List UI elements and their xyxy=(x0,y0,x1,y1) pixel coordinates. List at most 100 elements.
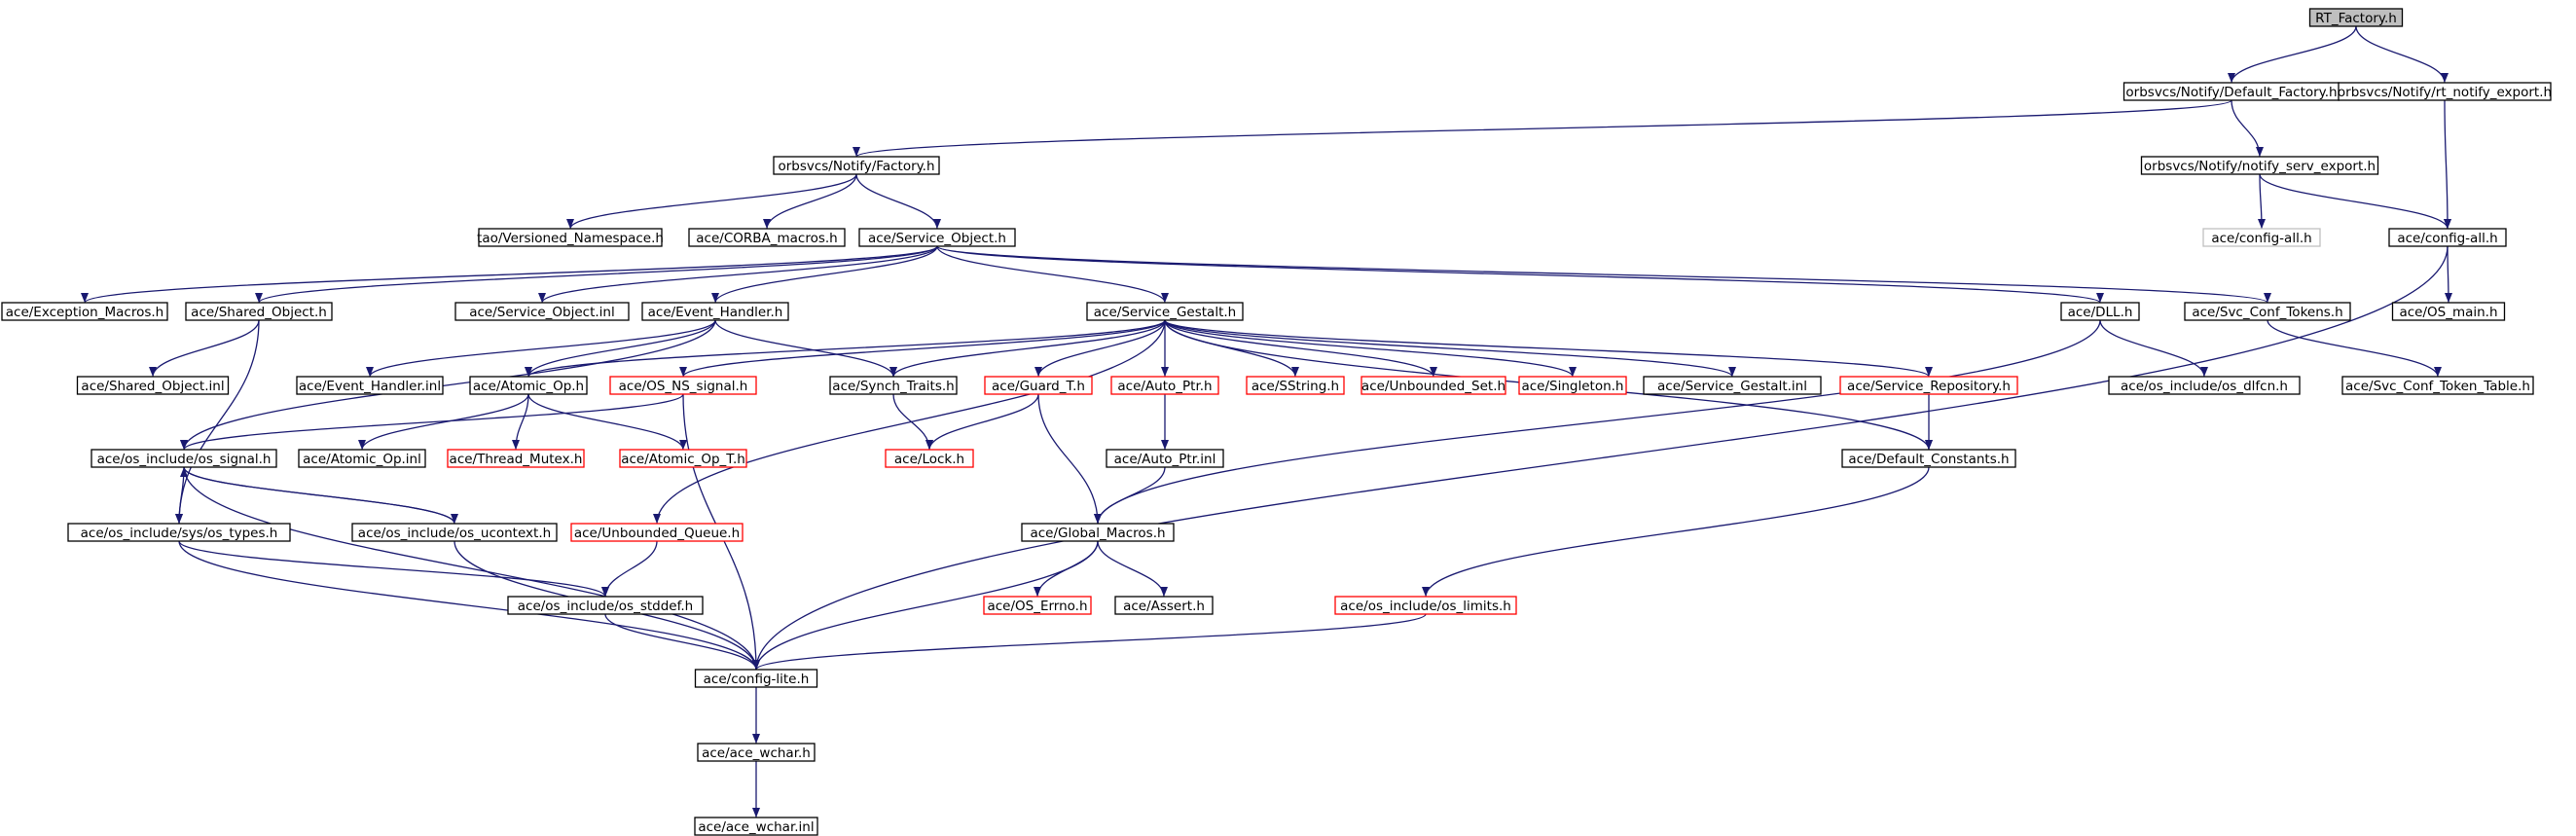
node-box xyxy=(1114,596,1214,615)
edge-default_factory-to-notify_factory xyxy=(853,99,2232,158)
node-label: ace/config-lite.h xyxy=(704,672,810,687)
node-os-stddef[interactable]: ace/os_include/os_stddef.h xyxy=(507,596,704,615)
node-config-all[interactable]: ace/config-all.h xyxy=(2388,228,2507,247)
node-layer: RT_Factory.h orbsvcs/Notify/Default_Facto… xyxy=(1,8,2552,836)
edge-service_object-to-dll xyxy=(936,245,2104,304)
node-event-handler-inl[interactable]: ace/Event_Handler.inl xyxy=(296,376,444,395)
node-thread-mutex[interactable]: ace/Thread_Mutex.h xyxy=(447,449,585,468)
node-guard-t[interactable]: ace/Guard_T.h xyxy=(984,376,1093,395)
node-shared-object[interactable]: ace/Shared_Object.h xyxy=(185,302,333,321)
node-config-lite[interactable]: ace/config-lite.h xyxy=(694,669,818,688)
edge-line xyxy=(1164,319,1933,378)
edge-line xyxy=(1037,393,1102,525)
edge-line xyxy=(175,466,185,525)
node-atomic-op-t[interactable]: ace/Atomic_Op_T.h xyxy=(619,449,747,468)
node-box xyxy=(1361,376,1506,395)
node-dll[interactable]: ace/DLL.h xyxy=(2060,302,2140,321)
edge-event_handler-to-synch_traits xyxy=(714,319,897,378)
node-box xyxy=(1021,523,1175,542)
node-versioned-ns[interactable]: tao/Versioned_Namespace.h xyxy=(477,228,664,247)
edge-line xyxy=(2259,173,2451,230)
edge-os_types-to-os_stddef xyxy=(178,540,609,598)
edge-atomic_op-to-atomic_op_inl xyxy=(358,393,529,451)
node-os-main[interactable]: ace/OS_main.h xyxy=(2391,302,2506,321)
node-box xyxy=(773,156,940,175)
node-unbounded-set[interactable]: ace/Unbounded_Set.h xyxy=(1361,376,1506,395)
node-os-errno[interactable]: ace/OS_Errno.h xyxy=(983,596,1092,615)
node-label: ace/config-all.h xyxy=(2211,231,2311,246)
node-config-all-gray[interactable]: ace/config-all.h xyxy=(2202,228,2321,247)
node-rt-notify-export[interactable]: orbsvcs/Notify/rt_notify_export.h xyxy=(2338,82,2552,101)
node-svc-conf-tokens[interactable]: ace/Svc_Conf_Tokens.h xyxy=(2184,302,2351,321)
edge-line xyxy=(538,245,938,304)
node-singleton[interactable]: ace/Singleton.h xyxy=(1518,376,1627,395)
node-box xyxy=(1246,376,1345,395)
node-sstring[interactable]: ace/SString.h xyxy=(1246,376,1345,395)
edge-line xyxy=(763,173,857,230)
node-unbounded-queue[interactable]: ace/Unbounded_Queue.h xyxy=(570,523,744,542)
edge-rt_factory-to-rt_notify_export xyxy=(2355,25,2449,84)
edge-config_all-to-config_lite xyxy=(752,245,2449,671)
edge-line xyxy=(936,245,1169,304)
edge-event_handler-to-atomic_op xyxy=(525,319,716,378)
node-shared-object-inl[interactable]: ace/Shared_Object.inl xyxy=(76,376,230,395)
node-box xyxy=(447,449,585,468)
node-label: ace/Auto_Ptr.h xyxy=(1117,379,1212,394)
node-auto-ptr-inl[interactable]: ace/Auto_Ptr.inl xyxy=(1106,449,1224,468)
node-label: ace/Assert.h xyxy=(1123,599,1205,614)
node-ace-wchar-inl[interactable]: ace/ace_wchar.inl xyxy=(694,817,818,836)
node-box xyxy=(1106,449,1224,468)
node-label: ace/SString.h xyxy=(1252,379,1339,394)
node-os-types[interactable]: ace/os_include/sys/os_types.h xyxy=(67,523,291,542)
node-service-object-inl[interactable]: ace/Service_Object.inl xyxy=(454,302,630,321)
node-label: ace/ace_wchar.inl xyxy=(698,819,814,835)
edge-line xyxy=(2228,25,2357,84)
edge-line xyxy=(2444,245,2452,304)
node-service-gestalt[interactable]: ace/Service_Gestalt.h xyxy=(1086,302,1244,321)
node-corba-macros[interactable]: ace/CORBA_macros.h xyxy=(688,228,846,247)
edge-service_gestalt-to-synch_traits xyxy=(889,319,1166,378)
node-default-factory[interactable]: orbsvcs/Notify/Default_Factory.h xyxy=(2122,82,2340,101)
edge-default_constants-to-os_limits xyxy=(1422,466,1930,598)
node-synch-traits[interactable]: ace/Synch_Traits.h xyxy=(829,376,958,395)
node-box xyxy=(983,596,1092,615)
node-label: ace/Service_Gestalt.inl xyxy=(1657,379,1807,394)
edge-line xyxy=(752,540,1099,671)
edge-service_object-to-service_object_inl xyxy=(538,245,938,304)
node-os-ns-signal[interactable]: ace/OS_NS_signal.h xyxy=(609,376,757,395)
edge-line xyxy=(566,173,857,230)
node-rt-factory[interactable]: RT_Factory.h xyxy=(2308,8,2404,27)
node-label: ace/OS_Errno.h xyxy=(987,599,1087,614)
node-notify-serv-export[interactable]: orbsvcs/Notify/notify_serv_export.h xyxy=(2140,156,2379,175)
node-service-object[interactable]: ace/Service_Object.h xyxy=(858,228,1016,247)
edge-line xyxy=(525,319,1166,378)
node-box xyxy=(2060,302,2140,321)
edge-line xyxy=(892,393,933,451)
node-svc-conf-token-table[interactable]: ace/Svc_Conf_Token_Table.h xyxy=(2341,376,2534,395)
node-os-limits[interactable]: ace/os_include/os_limits.h xyxy=(1334,596,1517,615)
node-ace-wchar[interactable]: ace/ace_wchar.h xyxy=(697,743,816,762)
node-label: ace/Unbounded_Set.h xyxy=(1361,379,1506,394)
node-box xyxy=(2338,82,2552,101)
node-atomic-op[interactable]: ace/Atomic_Op.h xyxy=(469,376,588,395)
node-os-dlfcn[interactable]: ace/os_include/os_dlfcn.h xyxy=(2108,376,2301,395)
node-notify-factory[interactable]: orbsvcs/Notify/Factory.h xyxy=(773,156,940,175)
edge-os_types-to-config_lite xyxy=(178,540,760,671)
edge-line xyxy=(1094,319,2101,525)
node-service-repository[interactable]: ace/Service_Repository.h xyxy=(1839,376,2018,395)
node-label: ace/Exception_Macros.h xyxy=(6,305,163,320)
node-global-macros[interactable]: ace/Global_Macros.h xyxy=(1021,523,1175,542)
node-service-gestalt-inl[interactable]: ace/Service_Gestalt.inl xyxy=(1643,376,1822,395)
edge-line xyxy=(1422,466,1930,598)
node-exception-macros[interactable]: ace/Exception_Macros.h xyxy=(1,302,168,321)
node-atomic-op-inl[interactable]: ace/Atomic_Op.inl xyxy=(298,449,426,468)
node-box xyxy=(1086,302,1244,321)
node-event-handler[interactable]: ace/Event_Handler.h xyxy=(641,302,789,321)
node-assert[interactable]: ace/Assert.h xyxy=(1114,596,1214,615)
node-auto-ptr[interactable]: ace/Auto_Ptr.h xyxy=(1110,376,1219,395)
node-lock[interactable]: ace/Lock.h xyxy=(885,449,974,468)
node-os-signal[interactable]: ace/os_include/os_signal.h xyxy=(91,449,277,468)
edge-line xyxy=(604,613,760,671)
node-default-constants[interactable]: ace/Default_Constants.h xyxy=(1841,449,2016,468)
node-os-ucontext[interactable]: ace/os_include/os_ucontext.h xyxy=(351,523,558,542)
